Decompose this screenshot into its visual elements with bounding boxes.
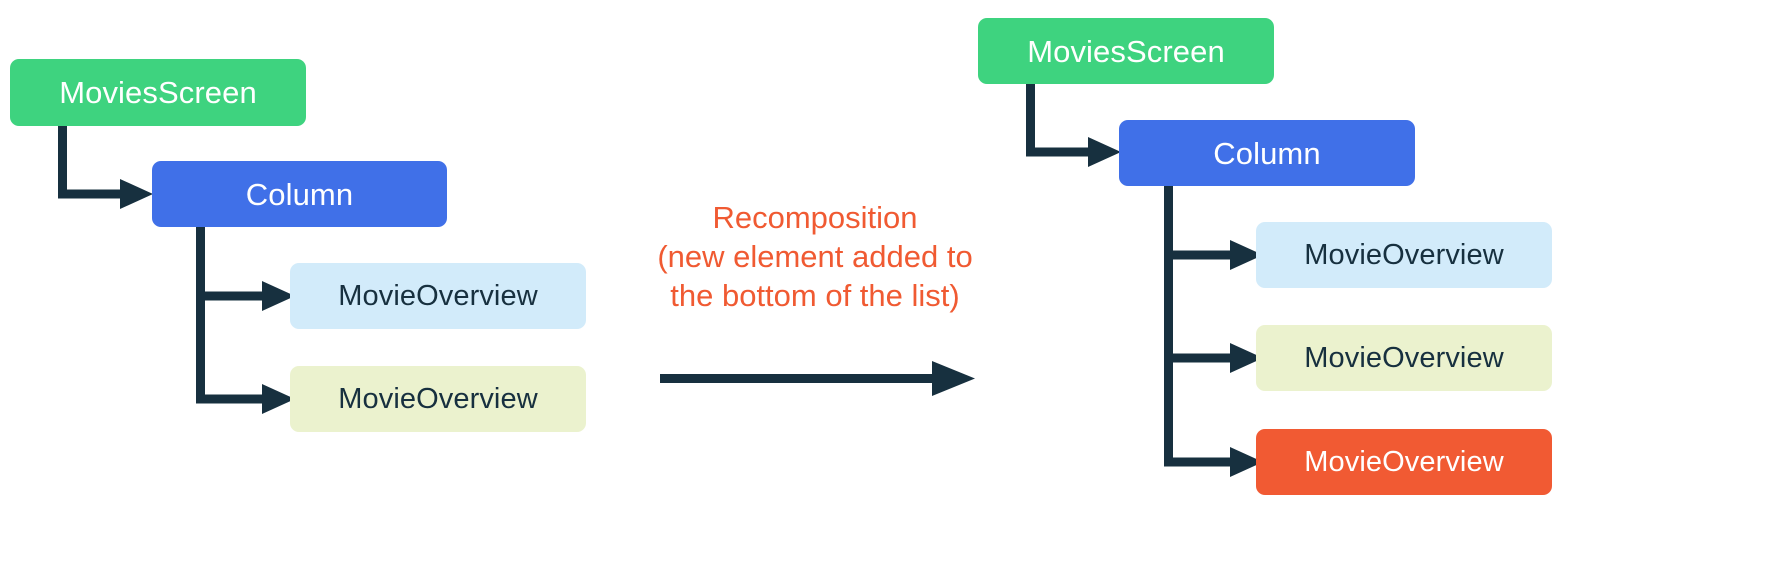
after-connector-screen-to-column [1026, 84, 1121, 167]
before-node-movies-screen[interactable]: MoviesScreen [10, 59, 306, 126]
transition-caption-line-3: the bottom of the list) [670, 278, 960, 314]
after-node-movie-overview-1-label: MovieOverview [1304, 238, 1504, 271]
before-node-movie-overview-2[interactable]: MovieOverview [290, 366, 586, 432]
after-node-column[interactable]: Column [1119, 120, 1415, 186]
after-node-movie-overview-1[interactable]: MovieOverview [1256, 222, 1552, 288]
before-node-movie-overview-2-label: MovieOverview [338, 382, 538, 415]
after-node-column-label: Column [1213, 135, 1321, 171]
after-node-movie-overview-3-label: MovieOverview [1304, 445, 1504, 478]
before-node-column[interactable]: Column [152, 161, 447, 227]
before-node-column-label: Column [245, 176, 354, 212]
after-node-movies-screen-label: MoviesScreen [1027, 33, 1225, 69]
before-connector-column-to-children [196, 227, 295, 414]
after-node-movie-overview-2[interactable]: MovieOverview [1256, 325, 1552, 391]
before-node-movie-overview-1[interactable]: MovieOverview [290, 263, 586, 329]
before-node-movies-screen-label: MoviesScreen [59, 75, 257, 110]
after-node-movie-overview-2-label: MovieOverview [1304, 341, 1504, 374]
before-node-movie-overview-1-label: MovieOverview [338, 279, 538, 312]
after-node-movie-overview-3[interactable]: MovieOverview [1256, 429, 1552, 495]
transition-arrow [660, 361, 975, 396]
transition-caption-line-1: Recomposition [712, 200, 918, 235]
after-node-movies-screen[interactable]: MoviesScreen [978, 18, 1274, 84]
transition-caption-line-2: (new element added to [657, 239, 973, 275]
before-connector-screen-to-column [58, 126, 153, 209]
after-connector-column-to-children [1164, 186, 1263, 477]
transition-caption: Recomposition (new element added to the … [655, 198, 975, 315]
